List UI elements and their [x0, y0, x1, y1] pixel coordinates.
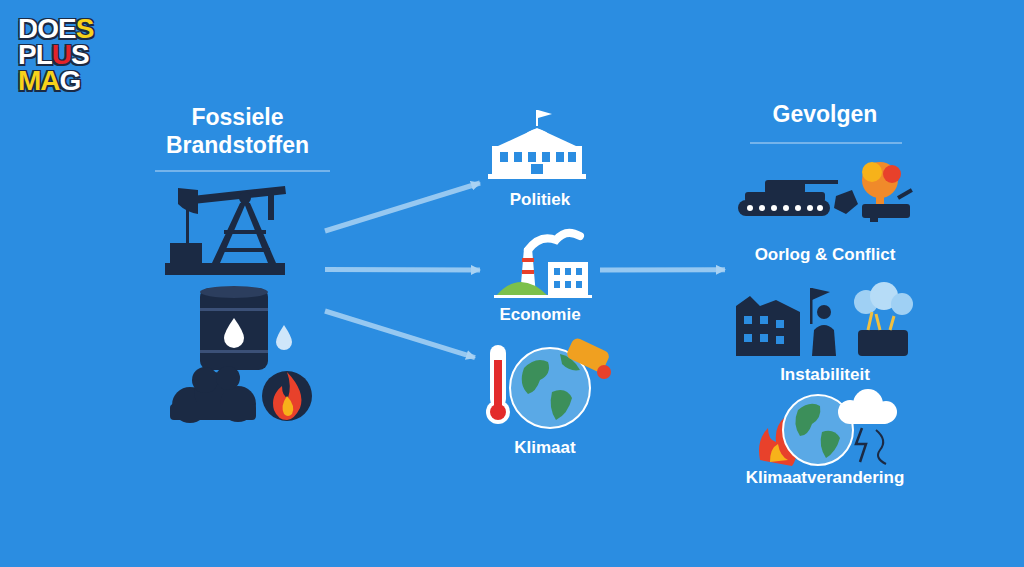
node-label: Economie — [499, 305, 580, 325]
smoke-icon — [854, 282, 913, 356]
logo-text: PLUS — [18, 42, 89, 68]
coal-icon — [170, 366, 256, 423]
heading-rule — [155, 170, 330, 172]
flow-arrow — [325, 267, 480, 273]
icon-node: Oorlog & Conflict — [725, 160, 925, 265]
logo-text: DOES — [18, 16, 93, 42]
icon-node: Instabiliteit — [725, 285, 925, 385]
icon-node: Klimaatverandering — [725, 392, 925, 488]
group-heading: Gevolgen — [773, 100, 878, 128]
node-label: Klimaat — [514, 438, 575, 458]
flow-arrow — [600, 267, 725, 272]
flow-arrow — [325, 311, 475, 358]
logo-letter: M — [18, 65, 40, 96]
thermometer-icon — [486, 345, 510, 424]
government-building-icon — [488, 110, 586, 179]
node-label: Instabiliteit — [780, 365, 870, 385]
protester-icon — [810, 288, 836, 356]
melting-ice-icon — [565, 337, 611, 379]
group-heading: Fossiele Brandstoffen — [150, 103, 325, 159]
vehicle-icon — [862, 188, 913, 222]
explosion-icon — [862, 162, 901, 206]
flow-arrow — [325, 183, 480, 231]
logo-letter: A — [40, 65, 59, 96]
node-label: Politiek — [510, 190, 570, 210]
group-node: GevolgenOorlog & ConflictInstabiliteitKl… — [725, 100, 925, 495]
icon-node: Politiek — [480, 110, 600, 210]
icon-node: Economie — [480, 225, 600, 325]
pumpjack-icon — [165, 186, 286, 275]
node-label: Oorlog & Conflict — [755, 245, 896, 265]
logo-text: MAG — [18, 68, 80, 94]
debris-icon — [834, 190, 858, 214]
storm-cloud-icon — [838, 389, 897, 464]
group-node: Fossiele Brandstoffen — [150, 103, 325, 423]
tank-icon — [738, 180, 838, 216]
heading-rule — [750, 142, 902, 144]
factory-icon — [494, 233, 592, 298]
logo-letter: G — [60, 65, 81, 96]
gas-flame-icon — [262, 371, 312, 421]
ruined-building-icon — [736, 296, 800, 356]
icon-node: Klimaat — [475, 340, 615, 458]
drop-icon — [276, 325, 292, 350]
node-label: Klimaatverandering — [746, 468, 905, 488]
barrel-icon — [200, 286, 268, 370]
